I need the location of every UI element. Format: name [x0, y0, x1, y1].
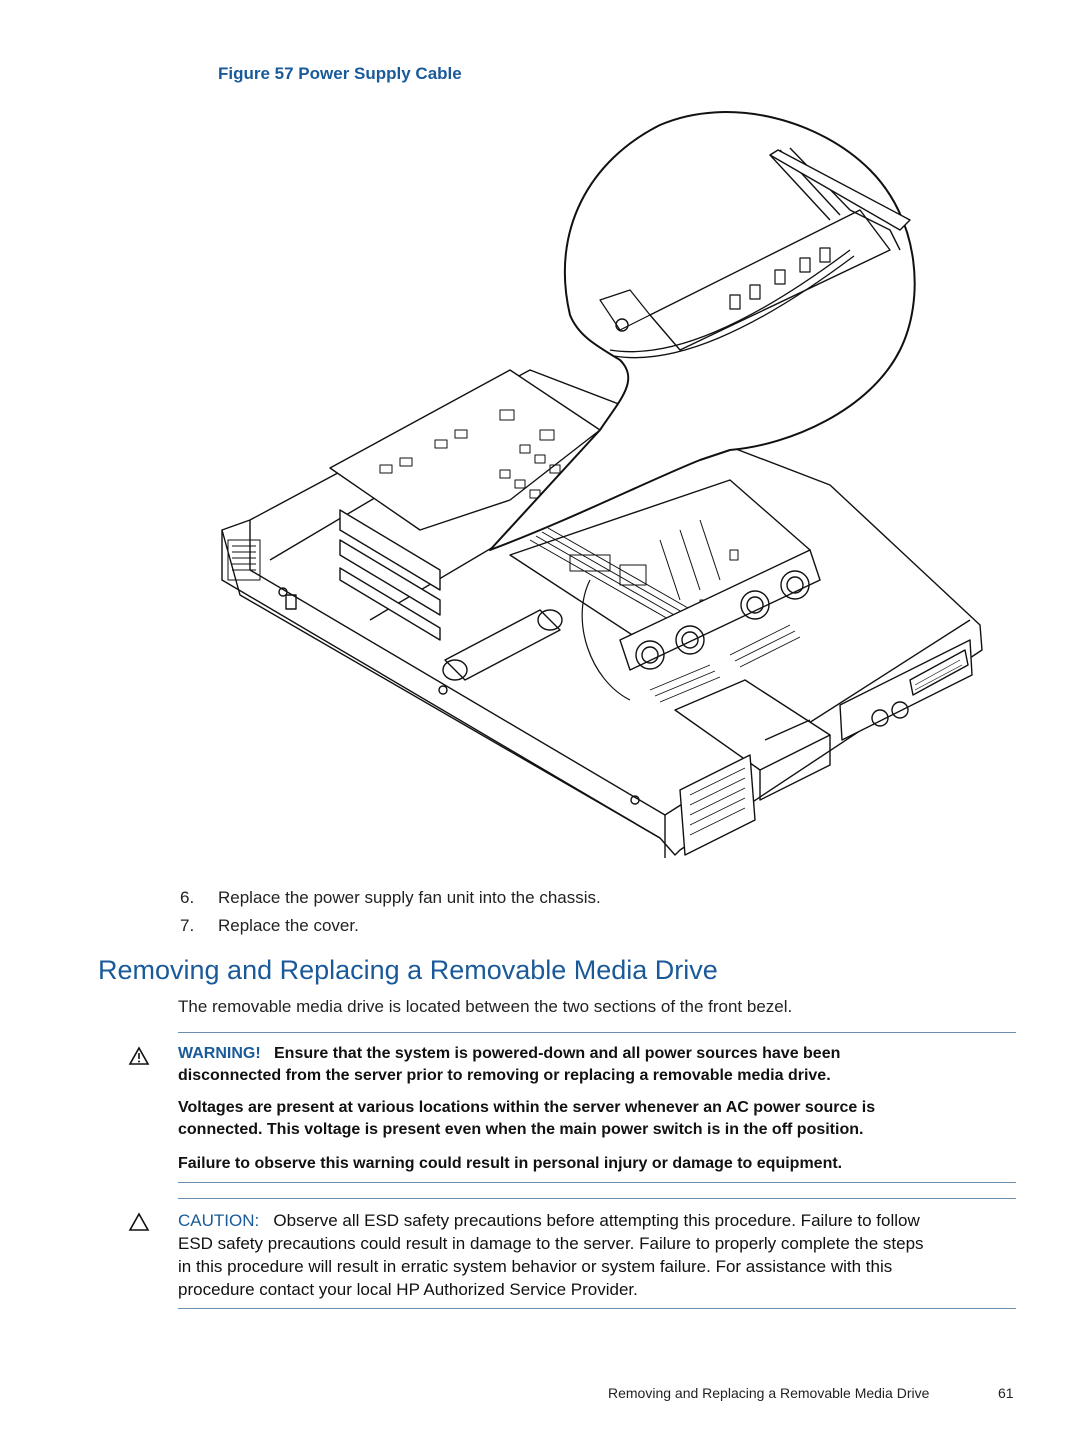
warning-paragraph-1: WARNING! Ensure that the system is power…: [178, 1043, 1018, 1087]
step-text: Replace the power supply fan unit into t…: [218, 888, 601, 907]
section-title: Removing and Replacing a Removable Media…: [98, 955, 718, 985]
caution-text-line3: in this procedure will result in erratic…: [178, 1257, 893, 1276]
page-number: 61: [998, 1385, 1014, 1401]
power-supply-cable-figure: [221, 111, 983, 858]
caution-text-line2: ESD safety precautions could result in d…: [178, 1234, 924, 1253]
caution-top-rule: [178, 1198, 1016, 1199]
warning-para2-line2: connected. This voltage is present even …: [178, 1121, 864, 1138]
step-7: 7. Replace the cover.: [180, 916, 359, 936]
warning-text-line2: disconnected from the server prior to re…: [178, 1067, 831, 1084]
step-6: 6. Replace the power supply fan unit into…: [180, 888, 601, 908]
caution-text-line4: procedure contact your local HP Authoriz…: [178, 1280, 638, 1299]
caution-text-line1: Observe all ESD safety precautions befor…: [273, 1211, 920, 1230]
step-number: 6.: [180, 888, 195, 907]
figure-caption: Figure 57 Power Supply Cable: [218, 64, 462, 83]
warning-triangle-icon: [128, 1046, 150, 1065]
footer-title: Removing and Replacing a Removable Media…: [608, 1385, 930, 1401]
warning-text-line1: Ensure that the system is powered-down a…: [274, 1045, 841, 1062]
warning-bottom-rule: [178, 1182, 1016, 1183]
caution-bottom-rule: [178, 1308, 1016, 1309]
caution-triangle-icon: [128, 1212, 150, 1231]
section-intro: The removable media drive is located bet…: [178, 997, 793, 1016]
warning-top-rule: [178, 1032, 1016, 1033]
warning-paragraph-3: Failure to observe this warning could re…: [178, 1155, 843, 1172]
warning-label: WARNING!: [178, 1045, 261, 1062]
step-text: Replace the cover.: [218, 916, 359, 935]
caution-paragraph: CAUTION: Observe all ESD safety precauti…: [178, 1209, 1018, 1301]
caution-label: CAUTION:: [178, 1211, 260, 1230]
magnified-detail: [489, 111, 916, 551]
step-number: 7.: [180, 916, 195, 935]
chassis-drawing: [221, 369, 983, 858]
warning-para2-line1: Voltages are present at various location…: [178, 1099, 876, 1116]
warning-paragraph-2: Voltages are present at various location…: [178, 1097, 1018, 1141]
